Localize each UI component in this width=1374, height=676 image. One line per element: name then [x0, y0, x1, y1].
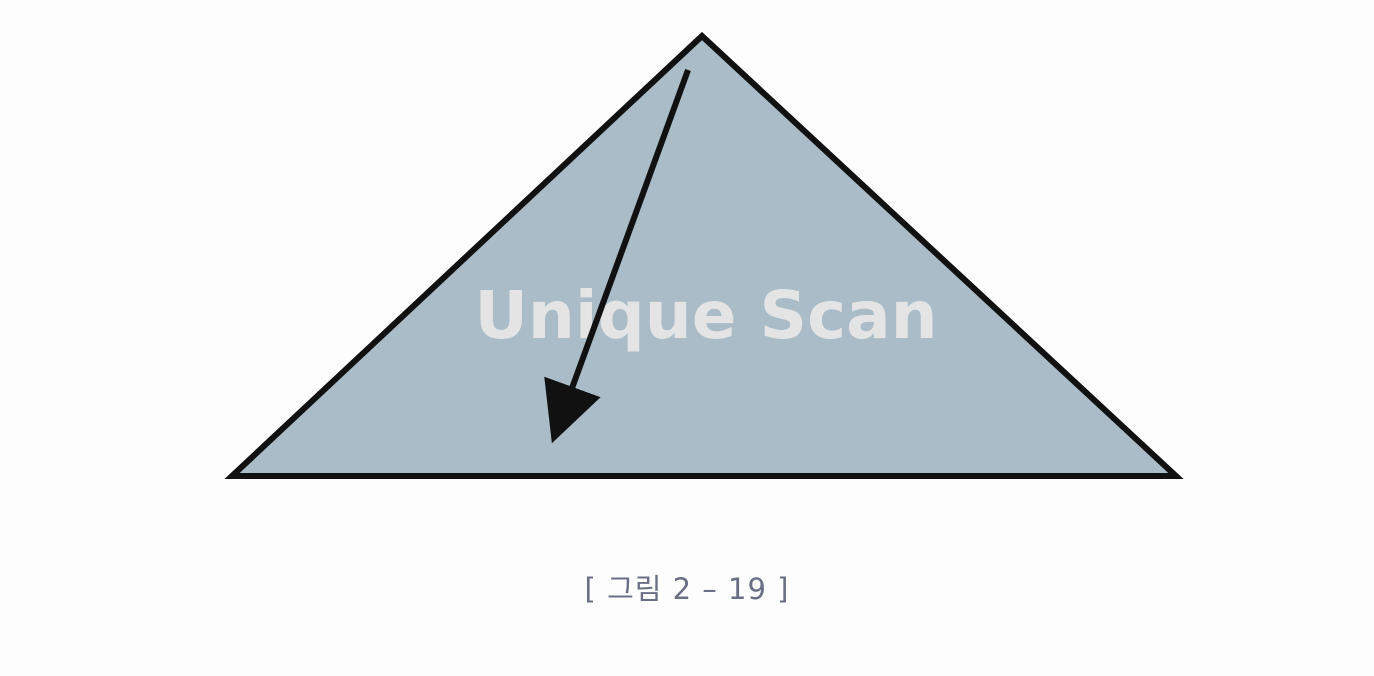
watermark-text: Unique Scan: [474, 277, 937, 354]
figure-caption: [ 그림 2 – 19 ]: [584, 572, 790, 606]
arrow: [544, 68, 691, 444]
triangle-shape: [224, 31, 1184, 479]
